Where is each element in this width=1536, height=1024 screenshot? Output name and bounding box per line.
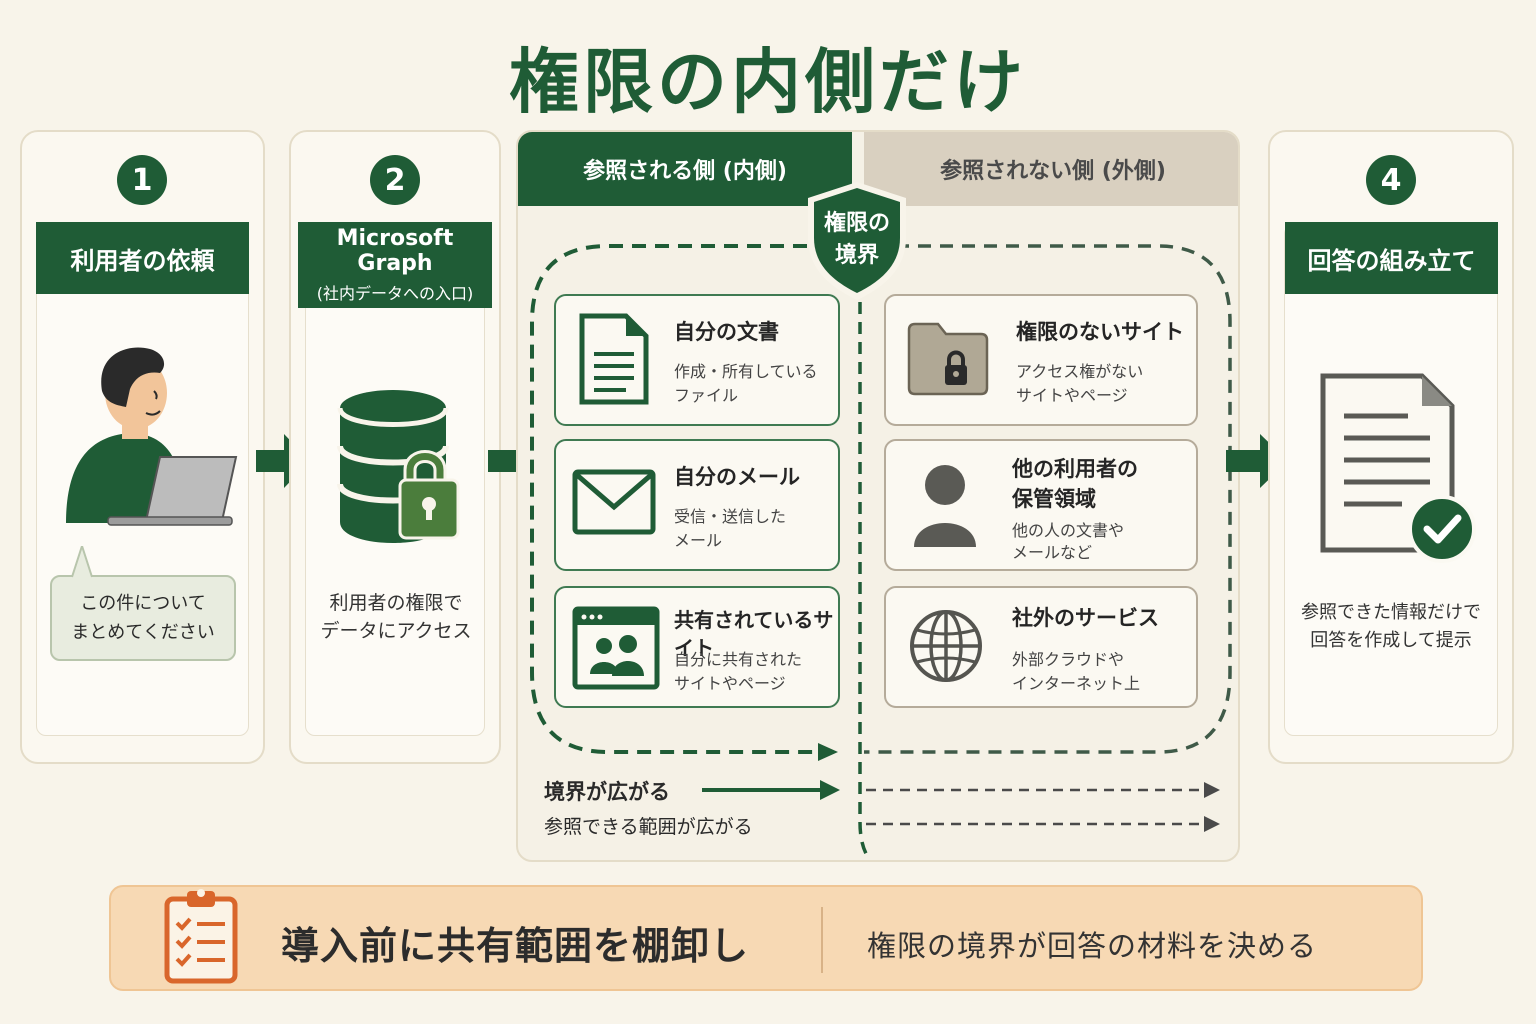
card-title: 他の利用者の [1012, 457, 1138, 481]
step2-number: 2 [370, 155, 420, 205]
boundary-label-line2: 境界 [834, 243, 879, 268]
card-desc-line2: インターネット上 [1012, 674, 1141, 693]
document-icon [579, 313, 649, 405]
step4-desc-line1: 参照できた情報だけで [1301, 602, 1481, 623]
card-title: 自分のメール [674, 465, 800, 489]
card-desc-line2: サイトやページ [674, 674, 786, 693]
boundary-label-line1: 権限の [823, 211, 890, 236]
request-speech-bubble: この件について まとめてください [50, 575, 236, 661]
step2-description: 利用者の権限で データにアクセス [300, 589, 492, 645]
bubble-line2: まとめてください [71, 622, 215, 643]
person-icon [914, 465, 976, 547]
user-laptop-icon [66, 347, 238, 526]
globe-icon [910, 610, 982, 682]
card-desc-line1: アクセス権がない [1016, 362, 1144, 381]
boundary-shield-icon [808, 182, 906, 300]
outside-card-other-users: 他の利用者の 保管領域 他の人の文書や メールなど [884, 439, 1198, 571]
bottom-sub-message: 権限の境界が回答の材料を決める [867, 929, 1318, 963]
card-title: 権限のないサイト [1016, 320, 1184, 344]
step4-inner [1284, 224, 1498, 736]
outside-card-external-services: 社外のサービス 外部クラウドや インターネット上 [884, 586, 1198, 708]
card-title-line2: 保管領域 [1012, 487, 1096, 511]
inside-header: 参照される側 (内側) [518, 132, 852, 206]
step4-desc-line2: 回答を作成して提示 [1310, 630, 1472, 651]
card-title: 共有されているサイト [674, 608, 834, 660]
bottom-divider [821, 907, 823, 973]
card-desc-line1: 他の人の文書や [1012, 521, 1125, 540]
outside-card-no-permission-site: 権限のないサイト アクセス権がない サイトやページ [884, 294, 1198, 426]
inside-card-documents: 自分の文書 作成・所有している ファイル [554, 294, 840, 426]
card-desc-line2: サイトやページ [1016, 386, 1128, 405]
boundary-label: 権限の 境界 [804, 208, 910, 272]
shared-site-icon [572, 606, 660, 690]
bubble-line1: この件について [80, 593, 206, 614]
card-desc-line1: 作成・所有している [674, 362, 818, 381]
card-desc-line1: 自分に共有された [674, 650, 803, 669]
legend-line2: 参照できる範囲が広がる [544, 816, 753, 838]
bottom-main-message: 導入前に共有範囲を棚卸し [281, 924, 750, 968]
step2-header: Microsoft Graph (社内データへの入口) [298, 222, 492, 308]
envelope-icon [572, 469, 656, 535]
outside-header: 参照されない側 (外側) [864, 132, 1238, 206]
card-desc-line1: 受信・送信した [674, 507, 787, 526]
boundary-panel: 参照される側 (内側) 参照されない側 (外側) 自分の文書 作成・所有している… [516, 130, 1240, 862]
step4-number: 4 [1366, 155, 1416, 205]
step2-desc-line1: 利用者の権限で [329, 592, 463, 614]
card-desc-line1: 外部クラウドや [1012, 650, 1125, 669]
answer-document-check-icon [1320, 373, 1476, 563]
step2-header-sub: (社内データへの入口) [316, 284, 474, 303]
locked-folder-icon [907, 322, 989, 396]
inside-card-shared-sites: 共有されているサイト 自分に共有された サイトやページ [554, 586, 840, 708]
step4-header-text: 回答の組み立て [1307, 246, 1476, 275]
step1-number: 1 [117, 155, 167, 205]
card-title: 社外のサービス [1012, 606, 1159, 630]
step4-header: 回答の組み立て [1285, 222, 1498, 294]
bottom-banner: 導入前に共有範囲を棚卸し 権限の境界が回答の材料を決める [109, 885, 1423, 991]
checklist-clipboard-icon [164, 889, 238, 984]
card-desc-line2: メールなど [1012, 543, 1093, 562]
step2-header-text: Microsoft Graph [336, 226, 454, 276]
boundary-lines [530, 244, 1232, 860]
step4-description: 参照できた情報だけで 回答を作成して提示 [1282, 599, 1500, 655]
step1-header: 利用者の依頼 [36, 222, 249, 294]
page-title: 権限の内側だけ [509, 41, 1027, 123]
step4-column [1268, 130, 1514, 764]
card-title: 自分の文書 [674, 320, 779, 344]
step2-desc-line2: データにアクセス [320, 620, 472, 642]
card-desc-line2: ファイル [674, 386, 739, 405]
step1-header-text: 利用者の依頼 [70, 246, 215, 275]
card-desc-line2: メール [674, 531, 723, 550]
legend-line1: 境界が広がる [544, 780, 670, 804]
inside-card-mail: 自分のメール 受信・送信した メール [554, 439, 840, 571]
database-lock-icon [337, 390, 460, 543]
bubble-tail [71, 546, 93, 578]
